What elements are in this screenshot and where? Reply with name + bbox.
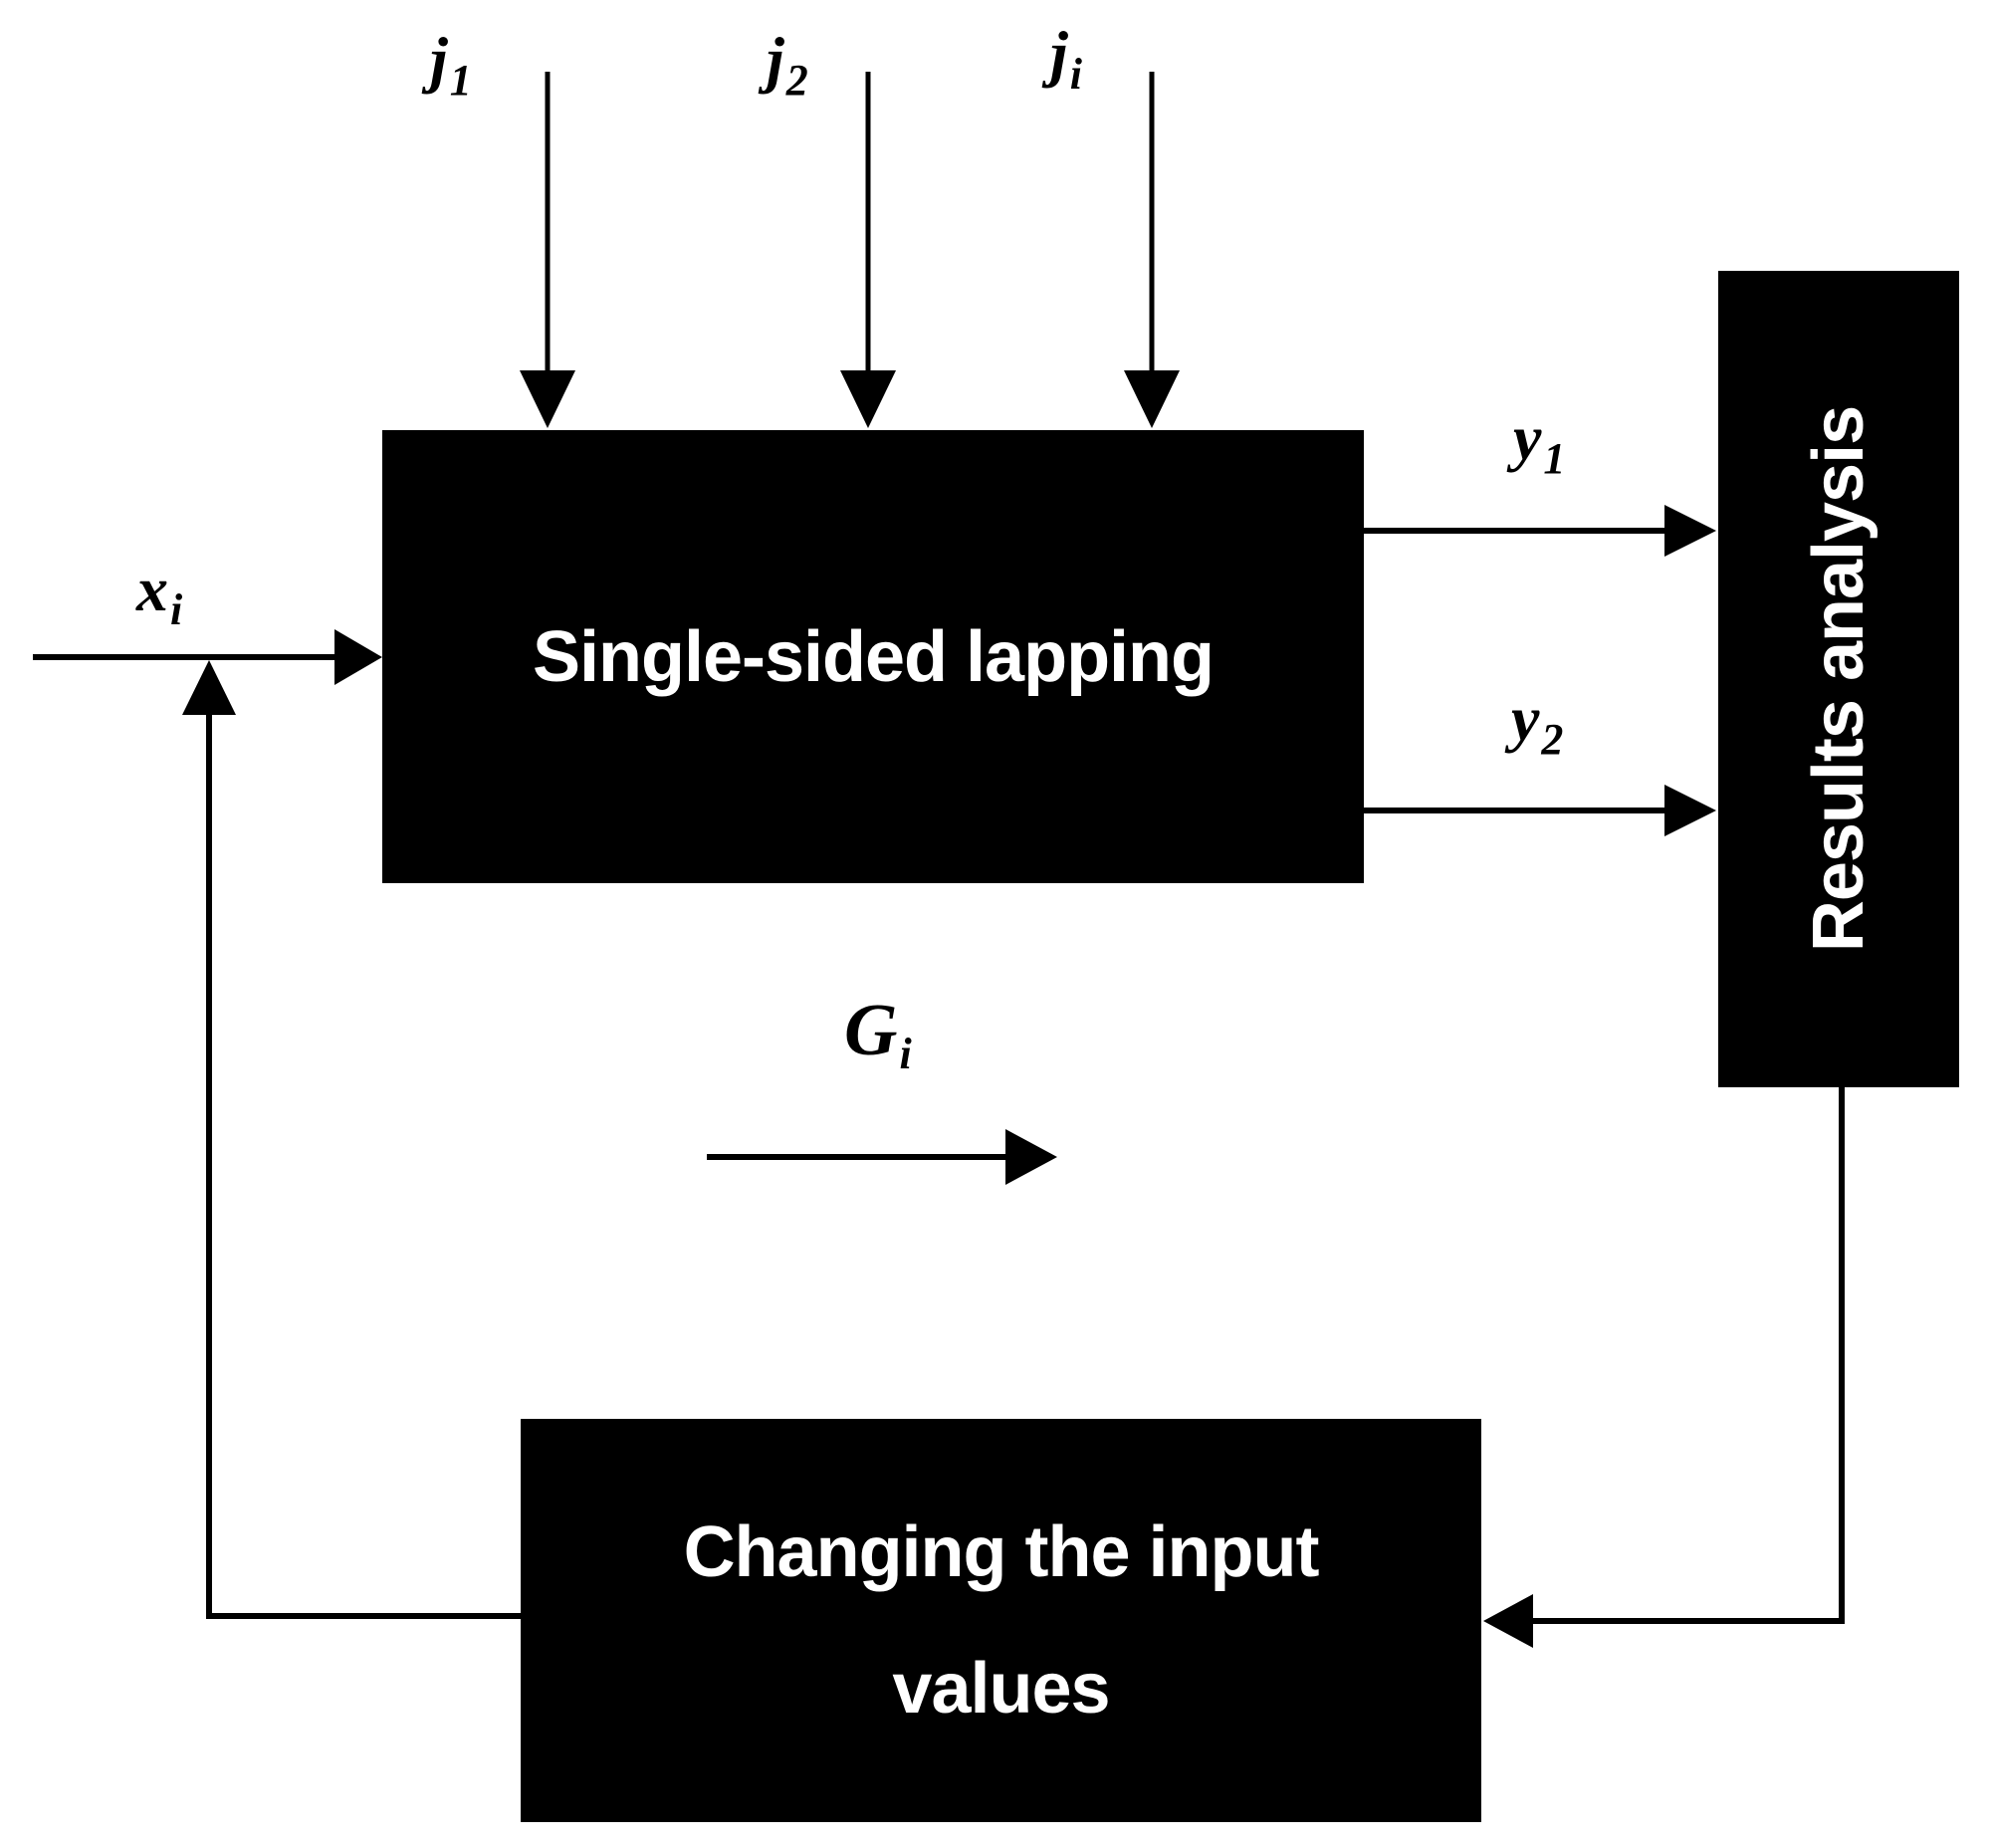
feedback-right-arrow — [1483, 1087, 1845, 1648]
changing-input-values-box: Changing the input values — [521, 1419, 1481, 1822]
input-arrow — [33, 629, 382, 685]
ji-label: ji — [1050, 18, 1083, 99]
j1-arrow — [520, 72, 575, 428]
results-analysis-box: Results analysis — [1718, 271, 1959, 1087]
j1-label: j1 — [430, 24, 472, 105]
y2-arrow — [1364, 785, 1716, 836]
j2-label: j2 — [767, 24, 808, 105]
y1-label: y1 — [1513, 402, 1566, 483]
gi-label: Gi — [844, 990, 912, 1078]
single-sided-lapping-label: Single-sided lapping — [532, 616, 1215, 697]
y2-label: y2 — [1511, 683, 1564, 764]
j2-arrow — [840, 72, 896, 428]
gi-arrow — [707, 1129, 1057, 1185]
ji-arrow — [1124, 72, 1180, 428]
feedback-up-arrow — [182, 660, 236, 1619]
changing-input-line1: Changing the input — [683, 1511, 1320, 1592]
changing-input-line2: values — [892, 1648, 1110, 1729]
changing-input-values-label: Changing the input values — [683, 1485, 1320, 1757]
single-sided-lapping-box: Single-sided lapping — [382, 430, 1364, 883]
xi-label: xi — [136, 554, 183, 634]
y1-arrow — [1364, 505, 1716, 557]
results-analysis-label: Results analysis — [1799, 405, 1880, 953]
